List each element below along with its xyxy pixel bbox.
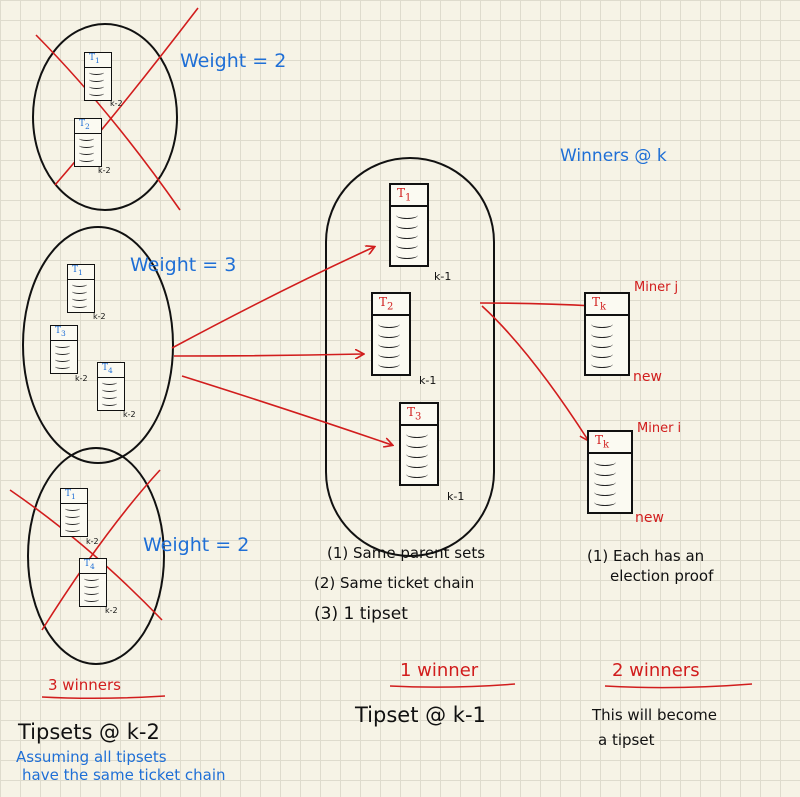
block-label: T2 [379, 295, 394, 313]
block-k1-t2: T2 [371, 292, 411, 376]
underline-1-winner [389, 683, 516, 688]
caption-k1: Tipset @ k-1 [355, 703, 486, 727]
block-label: T1 [89, 53, 100, 65]
block-k1-t1: T1 [389, 183, 429, 267]
underline-2-winners [604, 683, 753, 689]
block-mid-t4: T4 [97, 362, 125, 411]
right-note-line-1: (1) Each has an [587, 547, 705, 565]
block-label: T1 [65, 489, 76, 501]
arrow-to-t2 [173, 354, 363, 356]
cross-out-top [35, 7, 199, 211]
caption-k2: Tipsets @ k-2 [18, 720, 160, 744]
block-label: Tk [592, 295, 607, 313]
block-label: T4 [102, 363, 113, 375]
block-mid-t1: T1 [67, 264, 95, 313]
middle-note-1: (1) Same parent sets [327, 544, 486, 562]
block-label: Tk [595, 433, 610, 451]
block-label: T3 [407, 405, 422, 423]
weight-label-bottom: Weight = 2 [143, 534, 250, 556]
middle-note-3: (3) 1 tipset [314, 604, 408, 624]
block-height-label: k-2 [110, 99, 123, 108]
caption-k-line-2: a tipset [598, 731, 655, 749]
tipset-k1-outline [325, 157, 495, 557]
tipset-bottom-outline [27, 447, 165, 665]
block-label: T2 [79, 119, 90, 131]
underline-3-winners [41, 695, 166, 700]
miner-i-label: Miner i [637, 421, 682, 436]
block-height-label: k-1 [419, 374, 437, 387]
block-bottom-t1: T1 [60, 488, 88, 537]
miner-j-label: Miner j [634, 280, 679, 295]
block-height-label: k-2 [86, 537, 99, 546]
block-height-label: k-2 [98, 166, 111, 175]
caption-k-line-1: This will become [592, 706, 717, 724]
middle-note-2: (2) Same ticket chain [314, 574, 475, 592]
arrow-to-miner-j [479, 303, 594, 306]
tipset-mid-outline [22, 226, 174, 464]
block-top-t2: T2 [74, 118, 102, 167]
block-height-label: k-2 [105, 606, 118, 615]
block-height-label: k-2 [93, 312, 106, 321]
block-height-label: k-1 [447, 490, 465, 503]
arrow-to-t1 [171, 247, 374, 349]
block-label: T1 [72, 265, 83, 277]
note-k2-line-1: Assuming all tipsets [16, 748, 167, 766]
winners-count-k: 2 winners [612, 660, 700, 681]
new-label: new [635, 510, 664, 526]
right-note-line-2: election proof [610, 567, 714, 585]
block-height-label: k-2 [123, 410, 136, 419]
winners-at-k-title: Winners @ k [560, 146, 667, 166]
block-height-label: k-1 [434, 270, 452, 283]
new-label: new [633, 369, 662, 385]
weight-label-top: Weight = 2 [180, 50, 287, 72]
block-top-t1: T1 [84, 52, 112, 101]
winners-count-k2: 3 winners [48, 676, 121, 694]
block-height-label: k-2 [75, 374, 88, 383]
tipset-top-outline [32, 23, 178, 211]
block-label: T1 [397, 186, 412, 204]
block-label: T4 [84, 559, 95, 571]
block-k-miner-j: Tk [584, 292, 630, 376]
arrow-to-miner-i [481, 305, 588, 440]
block-mid-t3: T3 [50, 325, 78, 374]
cross-out-bottom [9, 469, 163, 631]
block-bottom-t4: T4 [79, 558, 107, 607]
note-k2-line-2: have the same ticket chain [22, 766, 226, 784]
block-k1-t3: T3 [399, 402, 439, 486]
winners-count-k1: 1 winner [400, 660, 479, 681]
block-k-miner-i: Tk [587, 430, 633, 514]
arrow-to-t3 [181, 375, 392, 445]
block-label: T3 [55, 326, 66, 338]
weight-label-mid: Weight = 3 [130, 254, 237, 276]
